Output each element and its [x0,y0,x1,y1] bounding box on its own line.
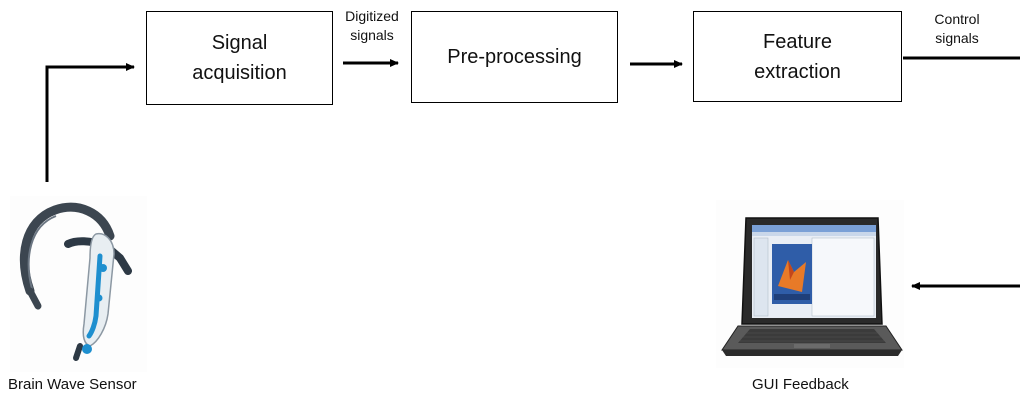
control-label-line-1: Control [934,11,980,27]
digitized-label-line-2: signals [350,27,394,43]
signal-acquisition-line-2: acquisition [192,62,287,84]
digitized-signals-label: Digitized signals [335,7,409,45]
signal-acquisition-line-1: Signal [211,32,268,54]
laptop-matlab-icon [716,200,904,368]
signal-acquisition-block: Signal acquisition [146,11,333,105]
preprocessing-label: Pre-processing [447,46,582,68]
sensor-to-acquisition-arrow [45,63,135,182]
gui-feedback-caption: GUI Feedback [752,376,849,393]
digitized-label-line-1: Digitized [345,8,399,24]
brain-wave-sensor-caption: Brain Wave Sensor [8,376,137,393]
feature-extraction-line-2: extraction [754,60,841,83]
eeg-headset-icon [10,196,147,372]
feature-extraction-block: Feature extraction [693,11,902,102]
feature-extraction-line-1: Feature [763,30,832,53]
control-signals-label: Control signals [918,10,996,48]
control-label-line-2: signals [935,30,979,46]
preprocessing-block: Pre-processing [411,11,618,103]
